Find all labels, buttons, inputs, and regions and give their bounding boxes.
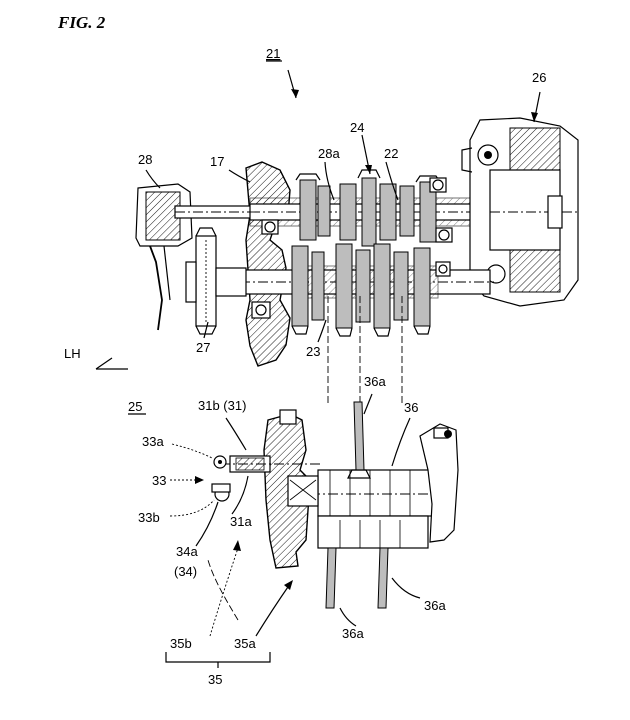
- label-34: (34): [174, 564, 197, 579]
- label-28a: 28a: [318, 146, 340, 161]
- lower-gear-set: [291, 243, 431, 337]
- label-23: 23: [306, 344, 320, 359]
- label-36a-bottom: 36a: [342, 626, 364, 641]
- label-31b: 31b (31): [198, 398, 246, 413]
- label-34a: 34a: [176, 544, 198, 559]
- label-LH: LH: [64, 346, 81, 361]
- label-24: 24: [350, 120, 364, 135]
- label-27: 27: [196, 340, 210, 355]
- case-wall: [245, 161, 291, 367]
- label-36a-right: 36a: [424, 598, 446, 613]
- label-21: 21: [266, 46, 280, 61]
- label-33: 33: [152, 473, 166, 488]
- upper-gear-set: [295, 169, 441, 247]
- label-33a: 33a: [142, 434, 164, 449]
- label-36a-top: 36a: [364, 374, 386, 389]
- label-35: 35: [208, 672, 222, 687]
- shift-forks: [325, 401, 389, 609]
- label-35a: 35a: [234, 636, 256, 651]
- transmission-assembly: [135, 117, 579, 404]
- label-25: 25: [128, 399, 142, 414]
- shift-mechanism: [207, 401, 459, 621]
- label-28: 28: [138, 152, 152, 167]
- label-36: 36: [404, 400, 418, 415]
- label-35b: 35b: [170, 636, 192, 651]
- main-shaft-bearings: [261, 177, 453, 243]
- figure-title: FIG. 2: [57, 13, 106, 32]
- clutch-assembly: [461, 117, 579, 307]
- drive-sprocket: [185, 227, 247, 335]
- shift-housing: [263, 413, 311, 569]
- label-31a: 31a: [230, 514, 252, 529]
- leader-lines: [95, 69, 541, 668]
- label-33b: 33b: [138, 510, 160, 525]
- shift-drum: [317, 469, 439, 517]
- reference-labels: 21 26 24 28a 22 28 17 27 23 LH 36a 36 25…: [64, 46, 546, 687]
- label-17: 17: [210, 154, 224, 169]
- end-cap-bracket: [149, 245, 163, 331]
- label-22: 22: [384, 146, 398, 161]
- label-26: 26: [532, 70, 546, 85]
